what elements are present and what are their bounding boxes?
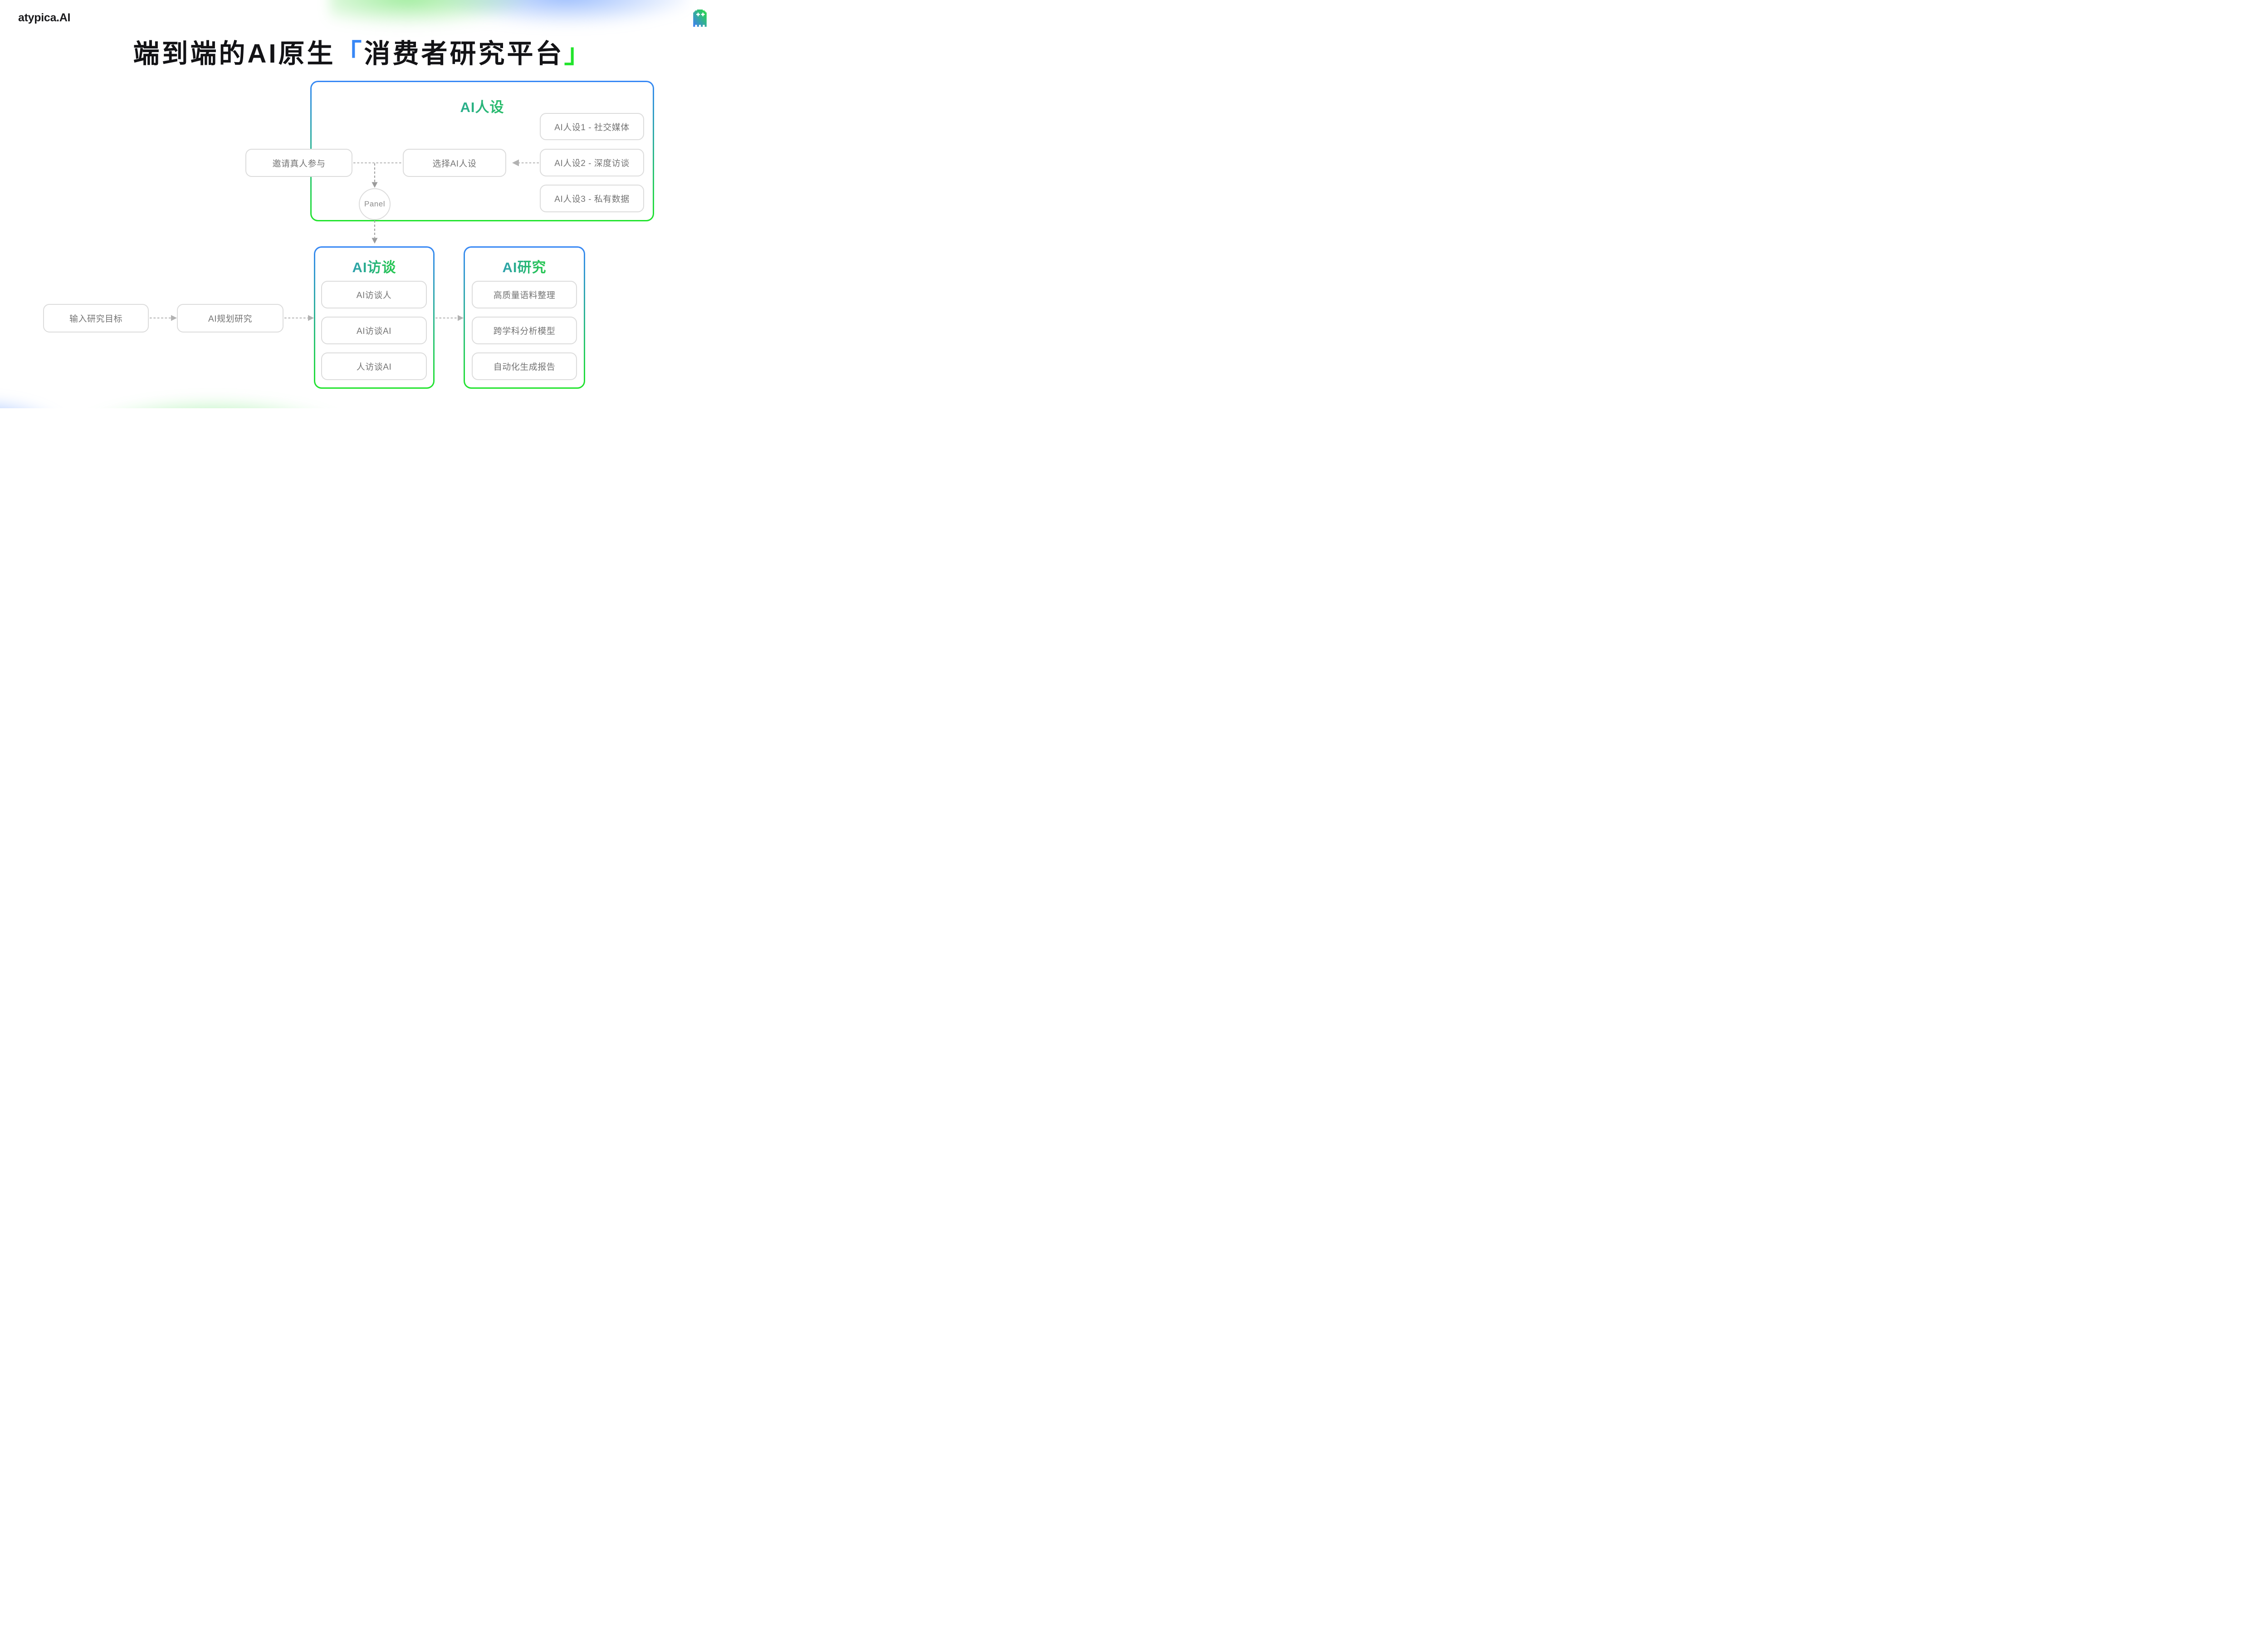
title-bracket-open: 「: [335, 39, 364, 68]
slide-canvas: atypica.AI 端到端的AI原生「消费者研究平台」 AI人设 AI访谈 A…: [0, 0, 726, 408]
node-human-interviews-ai: 人访谈AI: [321, 352, 427, 380]
title-prefix: 端到端的AI原生: [133, 39, 336, 68]
group-ai-interview-title: AI访谈: [314, 256, 435, 276]
node-ai-plans-research: AI规划研究: [177, 304, 284, 332]
title-highlight: 消费者研究平台: [364, 39, 564, 68]
page-title: 端到端的AI原生「消费者研究平台」: [0, 32, 726, 70]
group-ai-persona-title: AI人设: [310, 96, 654, 116]
node-input-research-goal: 输入研究目标: [43, 304, 149, 332]
node-cross-discipline-models: 跨学科分析模型: [472, 317, 577, 344]
node-ai-interviews-ai: AI访谈AI: [321, 317, 427, 344]
node-persona-1-social-media: AI人设1 - 社交媒体: [540, 113, 644, 140]
node-persona-3-private-data: AI人设3 - 私有数据: [540, 185, 644, 212]
node-persona-2-deep-interview: AI人设2 - 深度访谈: [540, 149, 644, 176]
pixel-ghost-icon: [693, 10, 707, 27]
node-select-ai-persona: 选择AI人设: [403, 149, 506, 177]
connector-panel-to-interview-arrow: [371, 220, 378, 244]
connector-goal-to-plan-arrow: [150, 315, 177, 321]
brand-logo: atypica.AI: [18, 11, 71, 24]
node-high-quality-corpus: 高质量语料整理: [472, 281, 577, 308]
connector-plan-to-interview-arrow: [284, 315, 314, 321]
node-invite-real-people: 邀请真人参与: [245, 149, 352, 177]
title-bracket-close: 」: [564, 39, 593, 68]
group-ai-research-title: AI研究: [464, 256, 585, 276]
node-panel-circle: Panel: [359, 188, 391, 220]
node-ai-interviews-human: AI访谈人: [321, 281, 427, 308]
connector-interview-to-research-arrow: [435, 315, 464, 321]
node-auto-generated-reports: 自动化生成报告: [472, 352, 577, 380]
